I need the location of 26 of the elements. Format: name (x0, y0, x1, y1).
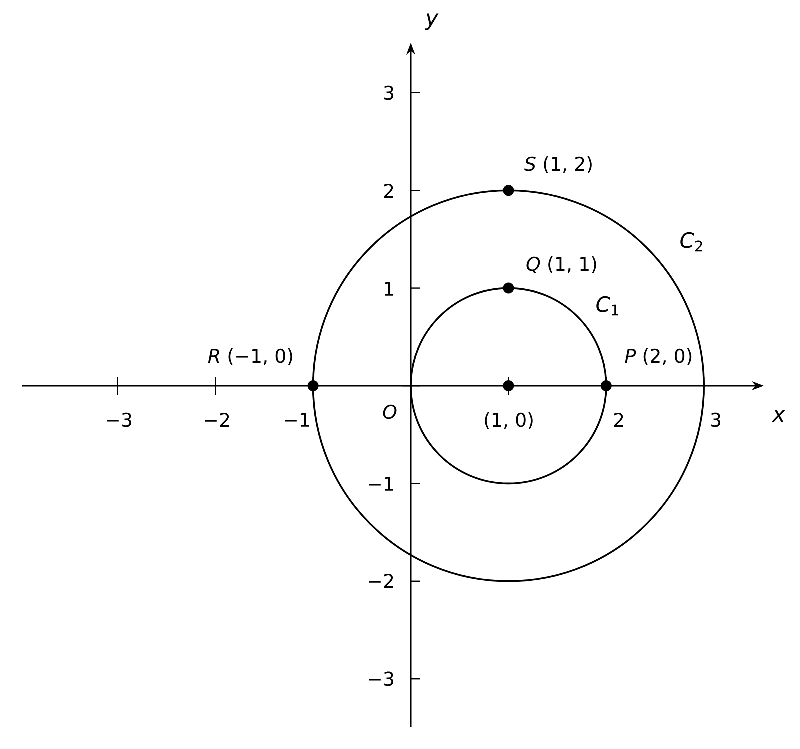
tick-label: 3 (711, 412, 721, 428)
tick-label: −1 (369, 477, 394, 491)
point-dot (503, 282, 514, 294)
tick-label: −3 (107, 412, 132, 428)
point-label: S (1, 2) (524, 156, 592, 174)
point-dot (600, 380, 612, 392)
point-dot (503, 185, 514, 196)
point-dot (503, 380, 514, 392)
axis-label: y (424, 14, 439, 30)
tick-label: −3 (369, 672, 394, 686)
tick-label: 2 (614, 412, 624, 428)
axis-label: x (772, 410, 786, 422)
point-label: (1, 0) (485, 412, 533, 430)
tick-label: 2 (384, 184, 394, 198)
tick-label: 1 (385, 282, 394, 296)
point-dot (308, 380, 319, 392)
tick-label: −2 (369, 574, 394, 588)
point-label: P (2, 0) (625, 348, 692, 366)
tick-label: 3 (384, 86, 394, 100)
point-label: R (−1, 0) (208, 348, 292, 366)
tick-label: −2 (205, 412, 230, 428)
origin-label: O (383, 404, 397, 420)
curve-label: C$_{2}$ (680, 232, 702, 252)
point-label: Q (1, 1) (526, 256, 596, 274)
curve-label: C$_{1}$ (596, 296, 618, 316)
tick-label: −1 (285, 413, 310, 427)
